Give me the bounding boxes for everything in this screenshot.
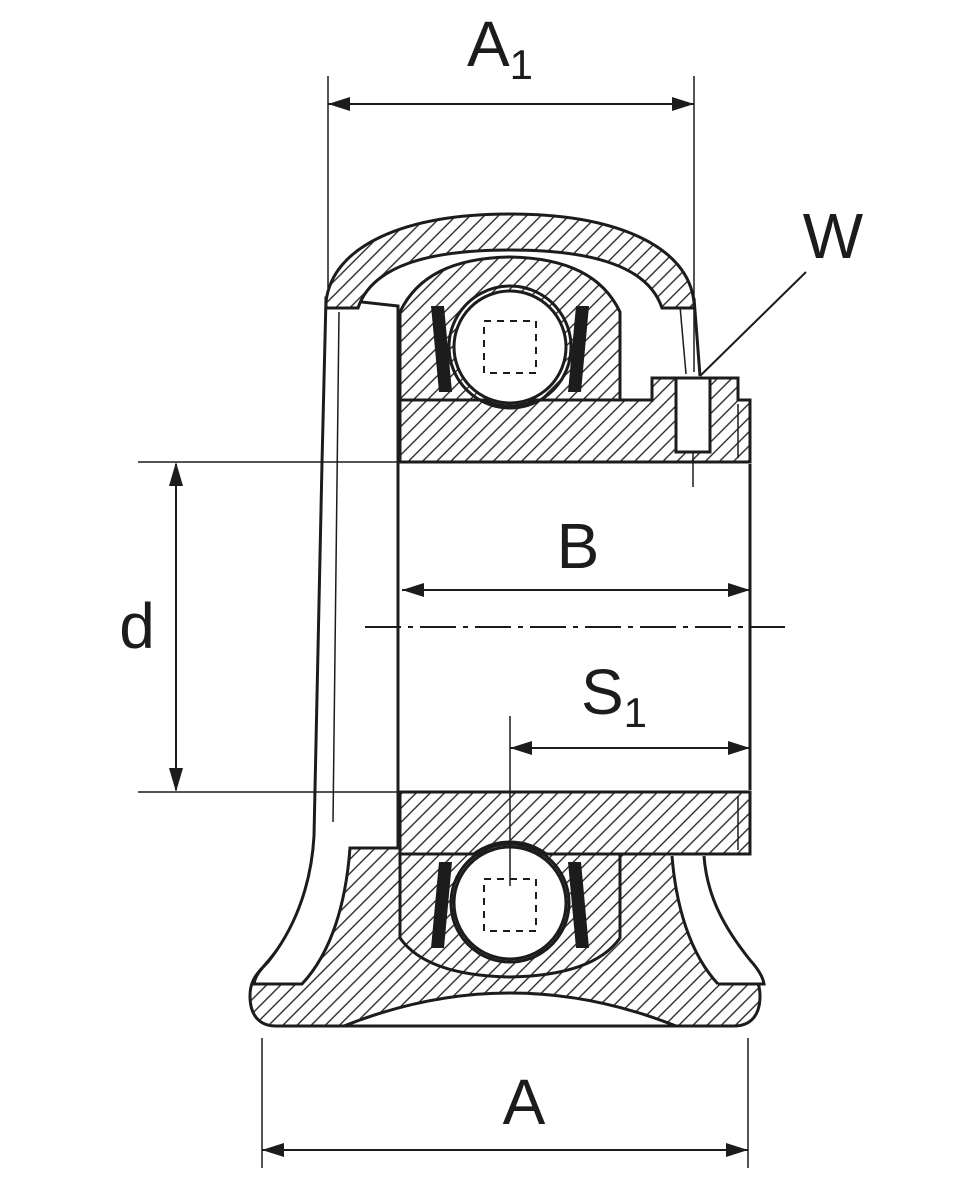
w-leader-line [699, 271, 807, 377]
housing-left-arm [252, 296, 400, 986]
dim-label-d: d [119, 590, 155, 662]
a-arrowhead-left [262, 1143, 284, 1157]
dim-label-a: A [503, 1066, 546, 1138]
dimension-labels: A1 W B d S1 A [119, 8, 864, 1138]
dim-label-w: W [803, 200, 864, 272]
seal-bottom-right [568, 862, 589, 948]
d-arrowhead-bottom [169, 768, 183, 792]
dimension-w [699, 271, 807, 377]
right-arm-lower-edge [702, 855, 766, 986]
seal-top-right [568, 306, 589, 392]
dim-label-a1: A1 [467, 8, 533, 88]
dimension-s1 [509, 716, 750, 886]
right-arm-upper-contour [679, 305, 687, 375]
b-arrowhead-right [728, 583, 750, 597]
s1-arrowhead-right [728, 741, 750, 755]
seal-bottom-left [431, 862, 452, 948]
outer-ring-bottom [398, 842, 622, 979]
ball-top [452, 289, 568, 405]
seal-top-left [431, 306, 452, 392]
a-arrowhead-right [726, 1143, 748, 1157]
right-arm-inner-flare [670, 855, 720, 986]
dimension-a1 [327, 76, 695, 372]
dim-label-b: B [557, 510, 600, 582]
b-arrowhead-left [402, 583, 424, 597]
left-arm-contour-line [332, 311, 340, 823]
d-arrowhead-top [169, 462, 183, 486]
s1-arrowhead-left [510, 741, 532, 755]
seals [431, 306, 589, 948]
dimension-a [261, 1038, 749, 1168]
ball-top-dashed-mark [483, 320, 537, 374]
dim-label-s1: S1 [581, 656, 647, 736]
a1-arrowhead-left [328, 97, 350, 111]
dimension-d [138, 461, 398, 793]
a1-arrowhead-right [672, 97, 694, 111]
dimension-b [402, 583, 750, 597]
